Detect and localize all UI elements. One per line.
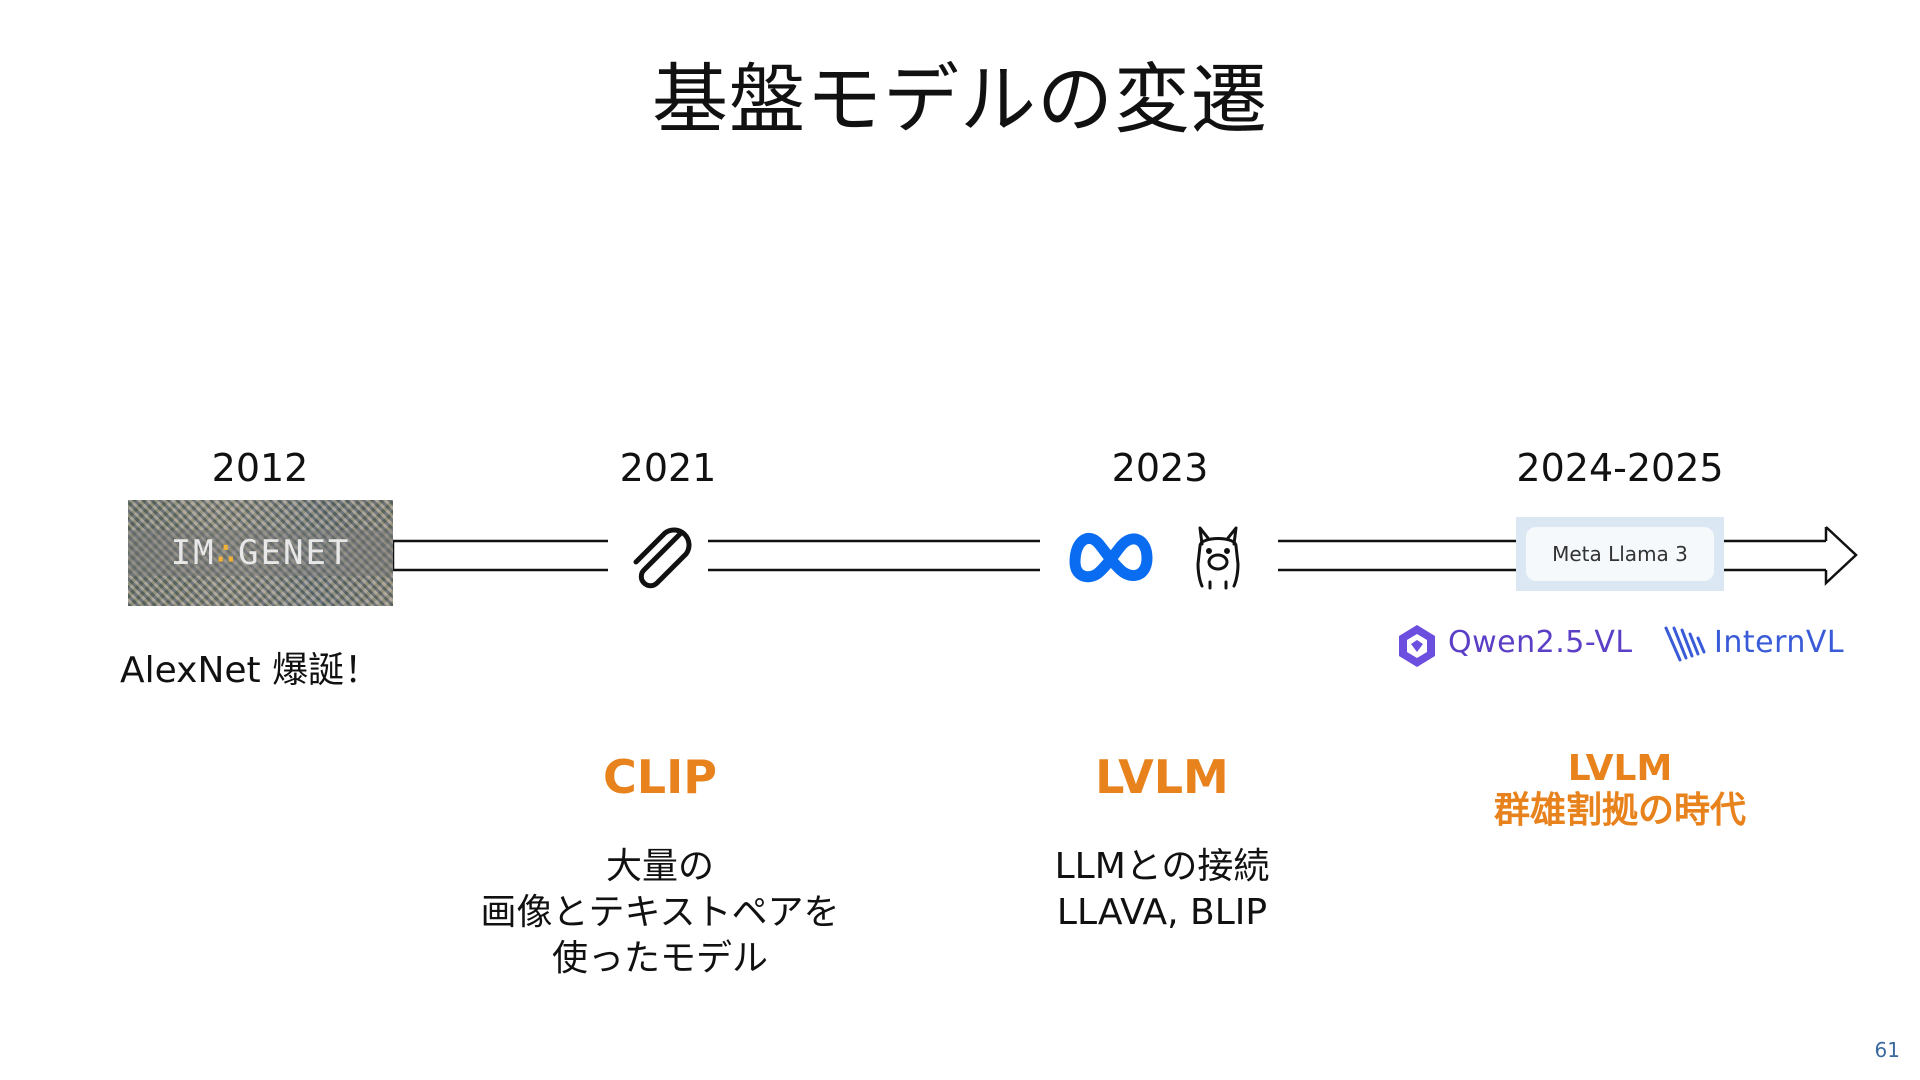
year-2023: 2023 — [1111, 446, 1209, 490]
clip-line: 使ったモデル — [551, 938, 768, 979]
imagenet-image: IM∴GENET — [128, 500, 393, 606]
era-heading: LVLM 群雄割拠の時代 — [1440, 748, 1800, 832]
clip-line: 大量の — [605, 846, 714, 887]
internvl-logo-icon — [1664, 626, 1706, 662]
meta-llama-badge: Meta Llama 3 — [1516, 517, 1724, 591]
era-line: 群雄割拠の時代 — [1493, 790, 1746, 831]
internvl-label: InternVL — [1714, 625, 1845, 660]
slide-title: 基盤モデルの変遷 — [652, 55, 1268, 144]
qwen-logo-icon — [1399, 625, 1435, 667]
meta-llama-label: Meta Llama 3 — [1526, 527, 1714, 581]
llama-icon — [1196, 526, 1240, 590]
qwen-label: Qwen2.5-VL — [1448, 625, 1633, 660]
alexnet-label: AlexNet 爆誕！ — [120, 650, 381, 691]
clip-heading: CLIP — [603, 750, 717, 804]
year-2012: 2012 — [211, 446, 309, 490]
year-2021: 2021 — [619, 446, 717, 490]
lvlm-description: LLMとの接続 LLAVA, BLIP — [1002, 844, 1322, 936]
clip-description: 大量の 画像とテキストペアを 使ったモデル — [440, 844, 880, 982]
clip-line: 画像とテキストペアを — [480, 892, 840, 933]
meta-infinity-logo — [1069, 533, 1153, 583]
lvlm-line: LLAVA, BLIP — [1056, 892, 1268, 933]
page-number: 61 — [1874, 1038, 1900, 1062]
lvlm-heading: LVLM — [1095, 750, 1229, 804]
imagenet-logo: IM∴GENET — [128, 530, 393, 576]
lvlm-line: LLMとの接続 — [1054, 846, 1270, 887]
year-2024-2025: 2024-2025 — [1516, 446, 1724, 490]
era-line: LVLM — [1567, 748, 1673, 789]
paperclip-icon — [633, 527, 692, 589]
